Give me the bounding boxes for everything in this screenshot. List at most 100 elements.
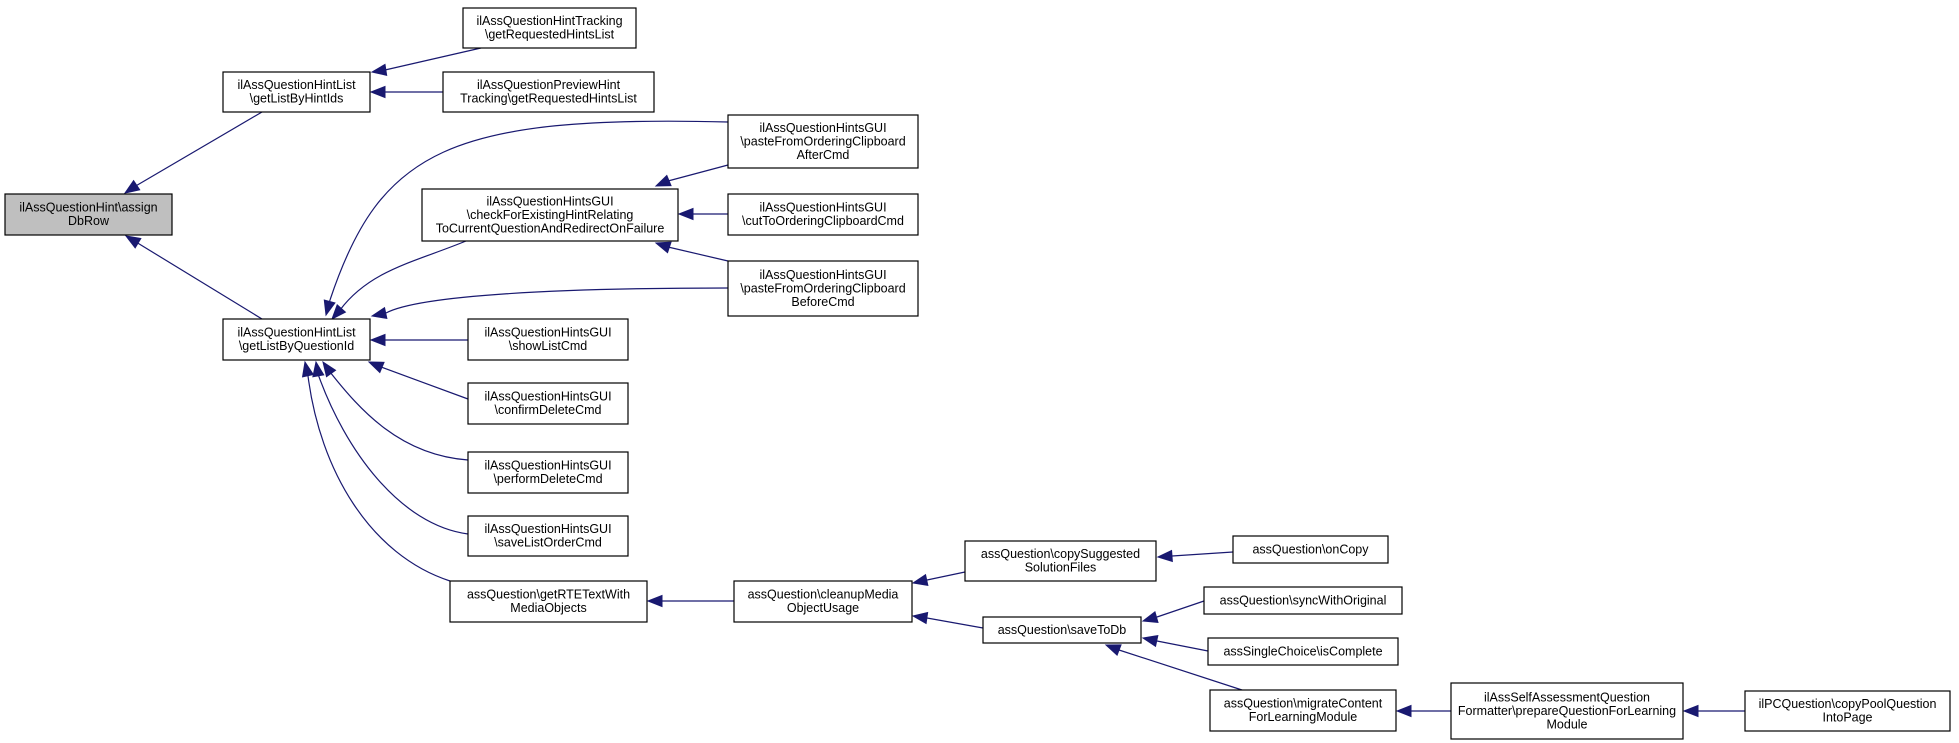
node-perform-delete[interactable]: ilAssQuestionHintsGUI\performDeleteCmd (467, 451, 629, 494)
arrowhead-icon (654, 241, 672, 254)
node-hintlist-ids[interactable]: ilAssQuestionHintList\getListByHintIds (222, 71, 371, 113)
node-box (733, 580, 913, 623)
arrowhead-icon (646, 594, 663, 608)
node-save-to-db[interactable]: assQuestion\saveToDb (982, 616, 1142, 644)
arrowhead-icon (123, 179, 141, 194)
call-edges (123, 47, 1745, 718)
node-box (982, 616, 1142, 644)
node-show-list[interactable]: ilAssQuestionHintsGUI\showListCmd (467, 318, 629, 361)
node-label-line: \getRequestedHintsList (485, 28, 615, 42)
node-label-line: ilAssQuestionHintsGUI (759, 268, 886, 282)
edge-paste_before-to-check_existing (667, 246, 729, 262)
node-label-line: ObjectUsage (787, 601, 859, 615)
node-label-line: SolutionFiles (1025, 561, 1097, 575)
node-label-line: \getListByHintIds (250, 92, 344, 106)
node-label-line: \showListCmd (509, 339, 588, 353)
node-label-line: \checkForExistingHintRelating (467, 208, 634, 222)
edge-hintlist_qid-to-root (135, 241, 263, 320)
edge-confirm_delete-to-hintlist_qid (380, 366, 469, 400)
arrowhead-icon (322, 360, 337, 378)
node-label-line: DbRow (68, 214, 110, 228)
node-check-existing[interactable]: ilAssQuestionHintsGUI\checkForExistingHi… (421, 188, 679, 242)
node-preview-req[interactable]: ilAssQuestionPreviewHintTracking\getRequ… (442, 71, 655, 113)
arrowhead-icon (301, 360, 315, 378)
node-label-line: assQuestion\copySuggested (981, 547, 1140, 561)
edge-check_existing-to-hintlist_qid (339, 240, 467, 311)
edge-paste_after-to-check_existing (667, 164, 729, 182)
node-migrate-content[interactable]: assQuestion\migrateContentForLearningMod… (1209, 689, 1397, 732)
arrowhead-icon (312, 360, 325, 378)
node-label-line: AfterCmd (797, 148, 850, 162)
node-label-line: ilAssQuestionHintsGUI (484, 459, 611, 473)
edge-save_to_db-to-cleanup_media (926, 617, 984, 629)
edge-migrate_content-to-save_to_db (1118, 649, 1243, 691)
arrowhead-icon (1682, 704, 1699, 718)
node-label-line: BeforeCmd (791, 295, 854, 309)
arrowhead-icon (370, 63, 388, 76)
edge-save_order-to-hintlist_qid (317, 373, 469, 535)
node-label-line: assQuestion\syncWithOriginal (1220, 593, 1387, 607)
node-box (1207, 637, 1399, 666)
node-label-line: Module (1547, 717, 1588, 731)
node-paste-after[interactable]: ilAssQuestionHintsGUI\pasteFromOrderingC… (727, 114, 919, 169)
node-label-line: ilAssQuestionHintList (237, 78, 356, 92)
node-label-line: ToCurrentQuestionAndRedirectOnFailure (436, 221, 665, 235)
node-label-line: \cutToOrderingClipboardCmd (742, 214, 904, 228)
edge-paste_after-to-hintlist_qid (329, 120, 729, 301)
arrowhead-icon (367, 361, 385, 374)
edge-hintlist_ids-to-root (133, 111, 263, 188)
edge-paste_before-to-hintlist_qid (385, 287, 729, 314)
node-label-line: Formatter\prepareQuestionForLearning (1458, 704, 1676, 718)
edge-sync_original-to-save_to_db (1156, 600, 1205, 618)
node-on-copy[interactable]: assQuestion\onCopy (1232, 535, 1389, 564)
node-hintlist-qid[interactable]: ilAssQuestionHintList\getListByQuestionI… (222, 318, 371, 361)
node-box (449, 580, 648, 623)
node-label-line: ilPCQuestion\copyPoolQuestion (1759, 697, 1937, 711)
node-sync-original[interactable]: assQuestion\syncWithOriginal (1203, 586, 1403, 615)
arrowhead-icon (911, 573, 929, 587)
node-box (222, 318, 371, 361)
node-single-complete[interactable]: assSingleChoice\isComplete (1207, 637, 1399, 666)
node-label-line: assQuestion\cleanupMedia (748, 588, 899, 602)
node-label-line: \saveListOrderCmd (494, 536, 602, 550)
node-box (462, 7, 637, 49)
edge-on_copy-to-copy_suggested (1171, 551, 1234, 557)
node-box (1744, 690, 1951, 732)
node-save-order[interactable]: ilAssQuestionHintsGUI\saveListOrderCmd (467, 515, 629, 557)
arrowhead-icon (1141, 634, 1159, 648)
node-label-line: ForLearningModule (1249, 710, 1357, 724)
node-label-line: ilAssQuestionHintTracking (476, 14, 622, 28)
node-label-line: \pasteFromOrderingClipboard (740, 134, 905, 148)
node-label-line: \pasteFromOrderingClipboard (740, 281, 905, 295)
arrowhead-icon (1395, 704, 1412, 718)
arrowhead-icon (654, 174, 672, 187)
node-box (222, 71, 371, 113)
node-label-line: ilAssQuestionHintsGUI (759, 121, 886, 135)
edge-perform_delete-to-hintlist_qid (329, 371, 469, 461)
node-cut-clip[interactable]: ilAssQuestionHintsGUI\cutToOrderingClipb… (727, 193, 919, 236)
node-box (4, 193, 173, 236)
node-label-line: ilAssQuestionHintsGUI (484, 326, 611, 340)
node-box (467, 451, 629, 494)
node-label-line: ilAssQuestionHintList (237, 326, 356, 340)
node-tracking-req[interactable]: ilAssQuestionHintTracking\getRequestedHi… (462, 7, 637, 49)
node-label-line: ilAssQuestionHintsGUI (484, 522, 611, 536)
arrowhead-icon (1156, 549, 1173, 563)
edge-single_complete-to-save_to_db (1156, 640, 1209, 652)
edge-copy_suggested-to-cleanup_media (926, 571, 966, 581)
node-confirm-delete[interactable]: ilAssQuestionHintsGUI\confirmDeleteCmd (467, 382, 629, 425)
node-box (1450, 682, 1684, 740)
node-label-line: ilAssSelfAssessmentQuestion (1484, 690, 1650, 704)
node-paste-before[interactable]: ilAssQuestionHintsGUI\pasteFromOrderingC… (727, 260, 919, 317)
node-box (467, 515, 629, 557)
node-self-assessment[interactable]: ilAssSelfAssessmentQuestionFormatter\pre… (1450, 682, 1684, 740)
node-label-line: assQuestion\getRTETextWith (467, 588, 630, 602)
node-label-line: Tracking\getRequestedHintsList (460, 92, 637, 106)
node-box (442, 71, 655, 113)
